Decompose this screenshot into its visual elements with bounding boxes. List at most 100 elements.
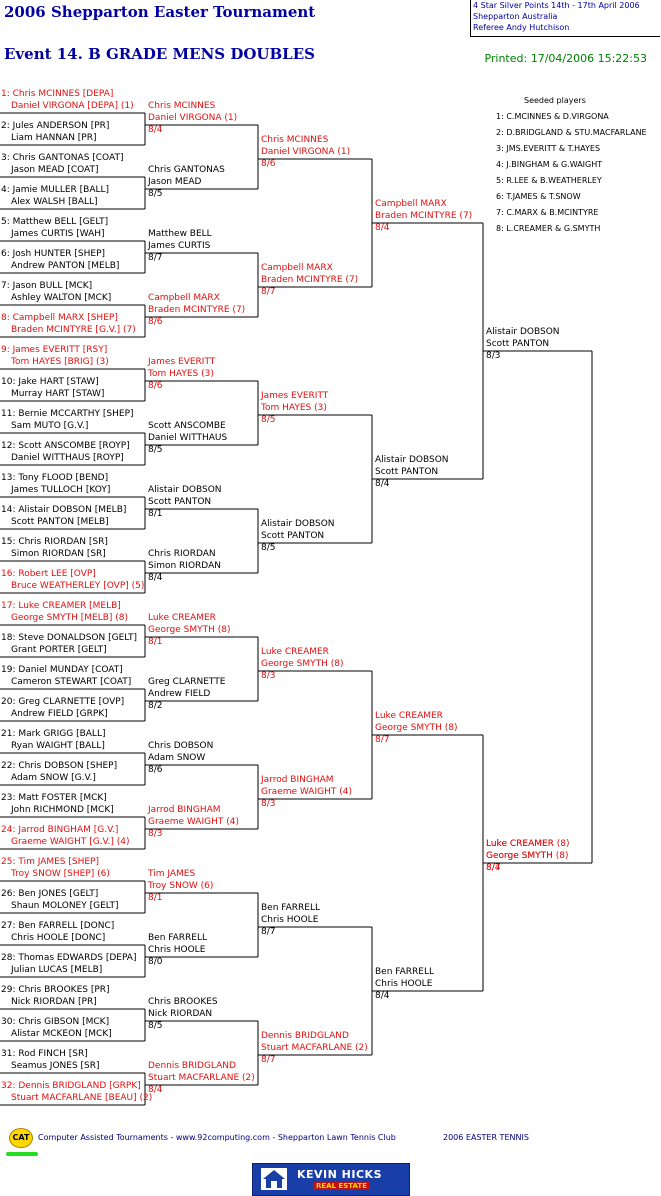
entry-player-a: 1: Chris MCINNES [DEPA] [1,89,114,99]
entry-player-b: Andrew FIELD [GRPK] [11,709,108,719]
entry-player-b: Stuart MACFARLANE [BEAU] (2) [11,1093,153,1103]
entry-player-a: 22: Chris DOBSON [SHEP] [1,761,118,771]
entry-player-a: 31: Rod FINCH [SR] [1,1049,88,1059]
winner-player-a: Campbell MARX [261,263,333,273]
cat-underline [6,1152,38,1156]
match-score: 8/7 [261,1055,276,1065]
entry-player-b: Nick RIORDAN [PR] [11,997,97,1007]
winner-player-a: Dennis BRIDGLAND [261,1031,349,1041]
entry-player-a: 9: James EVERITT [RSY] [1,345,108,355]
entry-player-a: 4: Jamie MULLER [BALL] [1,185,110,195]
seeded-player: 7: C.MARX & B.MCINTYRE [496,208,599,217]
info-line-referee: Referee Andy Hutchison [473,23,570,32]
winner-player-a: Luke CREAMER (8) [486,839,570,849]
match-score: 8/6 [261,159,276,169]
winner-player-a: Jarrod BINGHAM [261,775,334,785]
sponsor-subtitle: REAL ESTATE [313,1182,370,1190]
winner-player-a: Campbell MARX [375,199,447,209]
entry-player-a: 13: Tony FLOOD [BEND] [1,473,109,483]
entry-player-a: 2: Jules ANDERSON [PR] [1,121,110,131]
seeded-player: 6: T.JAMES & T.SNOW [496,192,581,201]
winner-player-b: Scott PANTON [375,467,439,477]
winner-player-b: Adam SNOW [148,753,206,763]
entry-player-b: Scott PANTON [MELB] [11,517,109,527]
seeded-player: 2: D.BRIDGLAND & STU.MACFARLANE [496,128,647,137]
winner-player-a: Chris MCINNES [261,135,329,145]
winner-player-a: Chris BROOKES [148,997,218,1007]
entry-player-b: Liam HANNAN [PR] [11,133,97,143]
winner-player-a: James EVERITT [261,391,329,401]
entry-player-b: Adam SNOW [G.V.] [11,773,96,783]
winner-player-a: Alistair DOBSON [261,519,335,529]
winner-player-b: Chris HOOLE [375,979,433,989]
winner-player-b: George SMYTH [486,851,553,861]
entry-player-b: Alistar MCKEON [MCK] [11,1029,112,1039]
match-score: 8/4 [148,573,163,583]
winner-player-a: Campbell MARX [148,293,220,303]
match-score: 8/7 [375,735,390,745]
match-score: 8/5 [261,415,276,425]
match-score: 8/4 [375,991,390,1001]
entry-player-a: 27: Ben FARRELL [DONC] [1,921,115,931]
winner-player-a: Alistair DOBSON [148,485,222,495]
entry-player-b: Ryan WAIGHT [BALL] [11,741,105,751]
entry-player-a: 6: Josh HUNTER [SHEP] [1,249,106,259]
match-score: 8/4 [375,479,390,489]
match-score: 8/5 [148,445,163,455]
winner-player-b: Nick RIORDAN [148,1009,213,1019]
match-score: 8/0 [148,957,163,967]
sponsor-logo: KEVIN HICKS REAL ESTATE [252,1163,410,1196]
entry-player-a: 17: Luke CREAMER [MELB] [1,601,121,611]
page-title: 2006 Shepparton Easter Tournament [4,3,316,21]
entry-player-b: Chris HOOLE [DONC] [11,933,106,943]
seeded-player: 4: J.BINGHAM & G.WAIGHT [496,160,603,169]
match-score: 8/4 [375,223,390,233]
winner-player-b: Graeme WAIGHT (4) [148,817,239,827]
cat-logo-icon: CAT [9,1128,33,1148]
match-score: 8/1 [148,509,163,519]
winner-player-b: Stuart MACFARLANE (2) [148,1073,255,1083]
winner-player-a: Chris MCINNES [148,101,216,111]
winner-player-b: Tom HAYES (3) [261,403,327,413]
match-score: 8/6 [148,765,163,775]
tournament-info-box: 4 Star Silver Points 14th - 17th April 2… [470,0,660,37]
entry-player-b: Andrew PANTON [MELB] [11,261,120,271]
match-score: 8/1 [148,893,163,903]
winner-player-b: Scott PANTON [486,339,550,349]
house-icon [261,1168,287,1190]
match-score: 8/4 [148,125,163,135]
entry-player-b: Alex WALSH [BALL] [11,197,98,207]
entry-player-b: Tom HAYES [BRIG] (3) [11,357,109,367]
footer-credit: Computer Assisted Tournaments - www.92co… [38,1133,396,1142]
entry-player-a: 5: Matthew BELL [GELT] [1,217,109,227]
winner-player-b: Graeme WAIGHT (4) [261,787,352,797]
final-score: 8/7 [486,863,501,873]
winner-player-a: Tim JAMES [148,869,196,879]
entry-player-a: 19: Daniel MUNDAY [COAT] [1,665,123,675]
seeded-player: 5: R.LEE & B.WEATHERLEY [496,176,602,185]
entry-player-a: 21: Mark GRIGG [BALL] [1,729,106,739]
winner-player-b: George SMYTH (8) [148,625,231,635]
winner-player-a: Ben FARRELL [148,933,208,943]
entry-player-b: Simon RIORDAN [SR] [11,549,106,559]
winner-player-b: Chris HOOLE [148,945,206,955]
entry-player-a: 7: Jason BULL [MCK] [1,281,93,291]
winner-player-b: Andrew FIELD [148,689,211,699]
match-score: 8/3 [486,351,501,361]
entry-player-a: 30: Chris GIBSON [MCK] [1,1017,110,1027]
winner-player-a: Alistair DOBSON [486,327,560,337]
winner-player-a: Alistair DOBSON [375,455,449,465]
winner-player-b: Daniel VIRGONA (1) [261,147,351,157]
info-line-location: Shepparton Australia [473,12,558,21]
match-score: 8/3 [261,799,276,809]
sponsor-name: KEVIN HICKS [297,1168,382,1181]
winner-player-b: Tom HAYES (3) [148,369,214,379]
entry-player-b: Sam MUTO [G.V.] [11,421,89,431]
entry-player-a: 29: Chris BROOKES [PR] [1,985,110,995]
winner-player-a: Chris DOBSON [148,741,214,751]
entry-player-a: 25: Tim JAMES [SHEP] [1,857,99,867]
match-score: 8/7 [261,287,276,297]
entry-player-b: George SMYTH [MELB] (8) [11,613,129,623]
winner-player-b: Stuart MACFARLANE (2) [261,1043,368,1053]
match-score: 8/5 [148,1021,163,1031]
